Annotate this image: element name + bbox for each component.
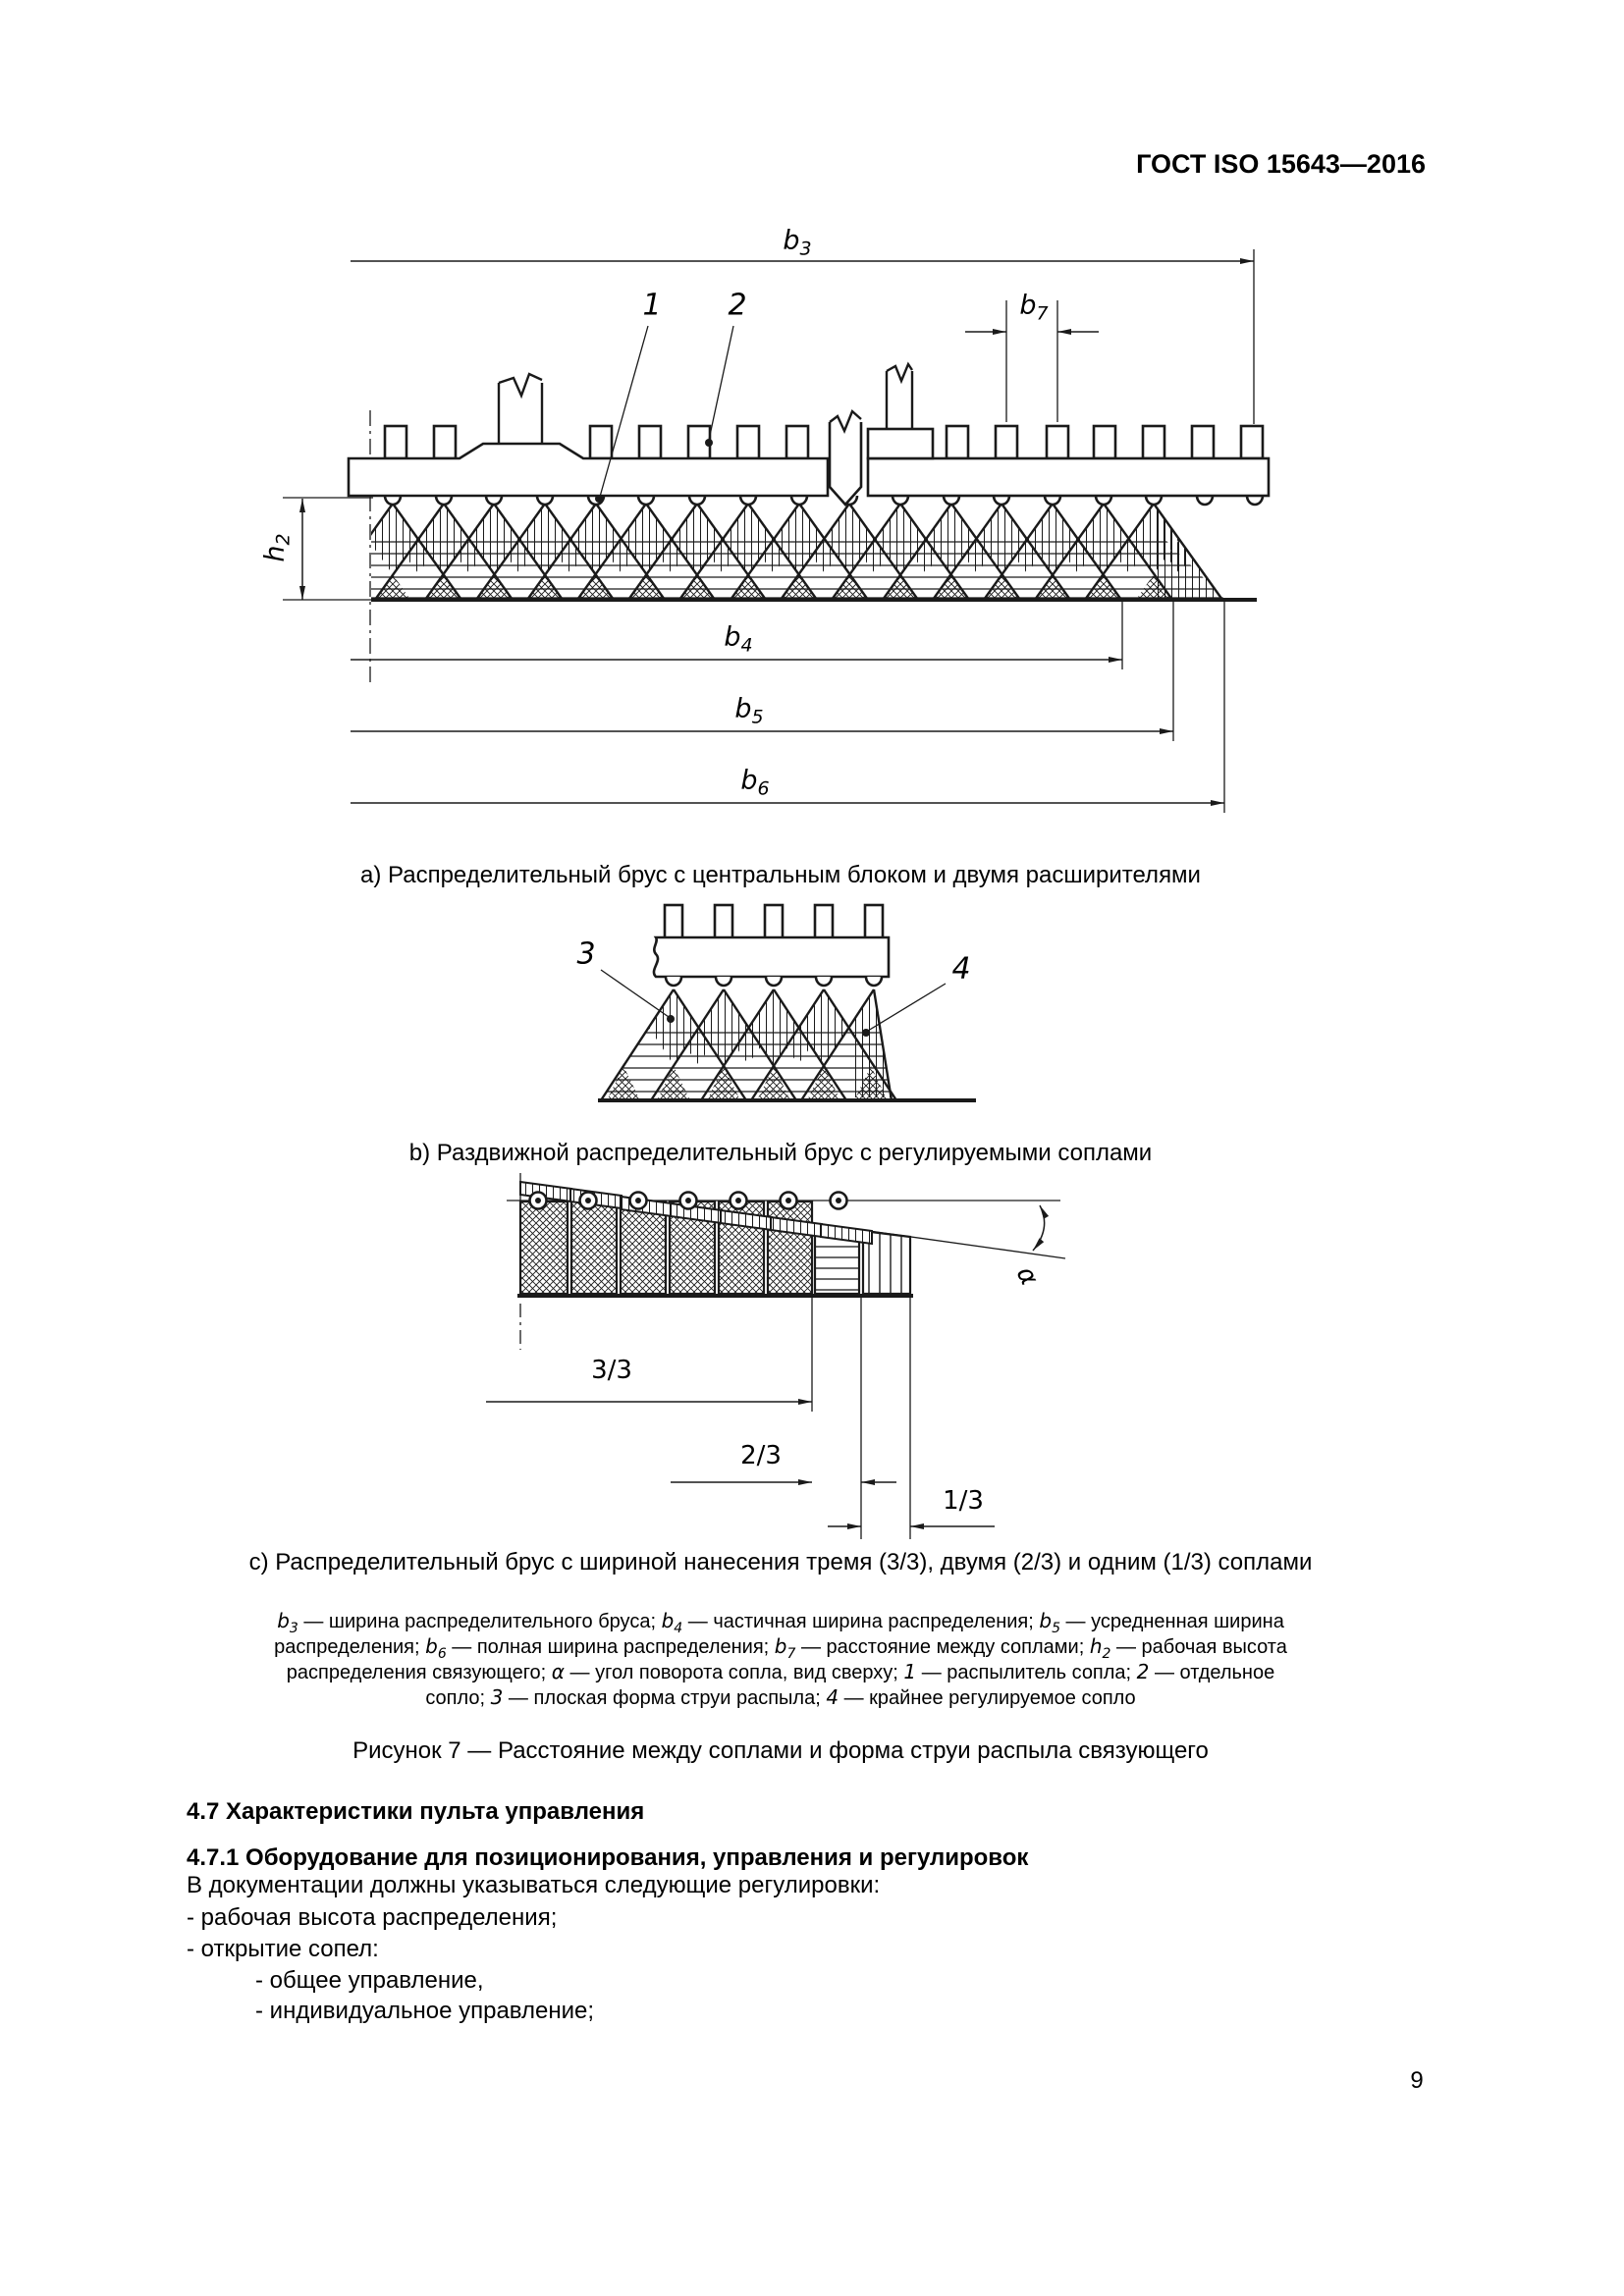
callout-leaders-a [595,325,734,503]
list-item: - рабочая высота распределения; [187,1904,558,1931]
dimension-b3 [351,249,1255,424]
list-item: - открытие сопел: [187,1936,379,1962]
dim-label-b4: b4 [724,621,753,657]
list-item: - индивидуальное управление; [255,1998,595,2024]
section-heading-4-7-1: 4.7.1 Оборудование для позиционирования,… [187,1844,1029,1871]
dimension-widths [486,1298,995,1539]
central-block [828,361,935,507]
dim-label-3-3: 3/3 [591,1356,632,1385]
section-heading-4-7: 4.7 Характеристики пульта управления [187,1798,645,1825]
dim-label-b5: b5 [734,693,764,728]
dim-label-2-3: 2/3 [740,1441,782,1470]
dim-label-b3: b3 [783,225,812,260]
feed-pipe-left [497,372,544,444]
distribution-bar-a [347,361,1271,507]
diagram-b [598,903,976,1102]
dimension-alpha-arc [1032,1204,1050,1252]
page-number: 9 [1410,2067,1424,2094]
legend-line: распределения связующего; α — угол повор… [286,1660,1275,1683]
callout-leaders-b [600,969,947,1037]
spray-pattern-b [599,988,898,1101]
dimension-b6 [351,602,1225,813]
dimension-b5 [351,602,1174,741]
caption-a: а) Распределительный брус с центральным … [360,862,1201,888]
paragraph: В документации должны указываться следую… [187,1872,881,1898]
spray-pattern-a [371,495,1265,602]
page-title: ГОСТ ISO 15643—2016 [1136,149,1426,179]
idle-nozzle [1195,495,1215,507]
diagram-a [283,249,1271,813]
figure-caption: Рисунок 7 — Расстояние между соплами и ф… [352,1737,1209,1764]
dimension-b7 [965,300,1099,422]
legend-line: b3 — ширина распределительного бруса; b4… [277,1609,1284,1636]
dim-label-b7: b7 [1019,290,1049,325]
idle-nozzle [1245,495,1265,507]
dimension-b4 [351,602,1123,669]
legend-line: распределения; b6 — полная ширина распре… [274,1634,1287,1662]
dim-label-h2: h2 [259,533,295,562]
dim-label-b6: b6 [740,765,770,800]
caption-c: с) Распределительный брус с шириной нане… [248,1549,1313,1575]
callout-label-4: 4 [951,951,971,987]
swivel-nozzles [528,1191,848,1210]
dim-label-1-3: 1/3 [943,1486,984,1516]
callout-label-1: 1 [642,288,662,323]
caption-b: b) Раздвижной распределительный брус с р… [408,1140,1153,1166]
callout-label-2: 2 [728,288,747,323]
dimension-h2 [283,497,373,601]
diagram-c [486,1173,1066,1539]
legend-line: сопло; 3 — плоская форма струи распыла; … [425,1685,1136,1709]
distribution-bar-b [652,903,891,988]
callout-label-3: 3 [576,936,596,972]
list-item: - общее управление, [255,1967,484,1994]
